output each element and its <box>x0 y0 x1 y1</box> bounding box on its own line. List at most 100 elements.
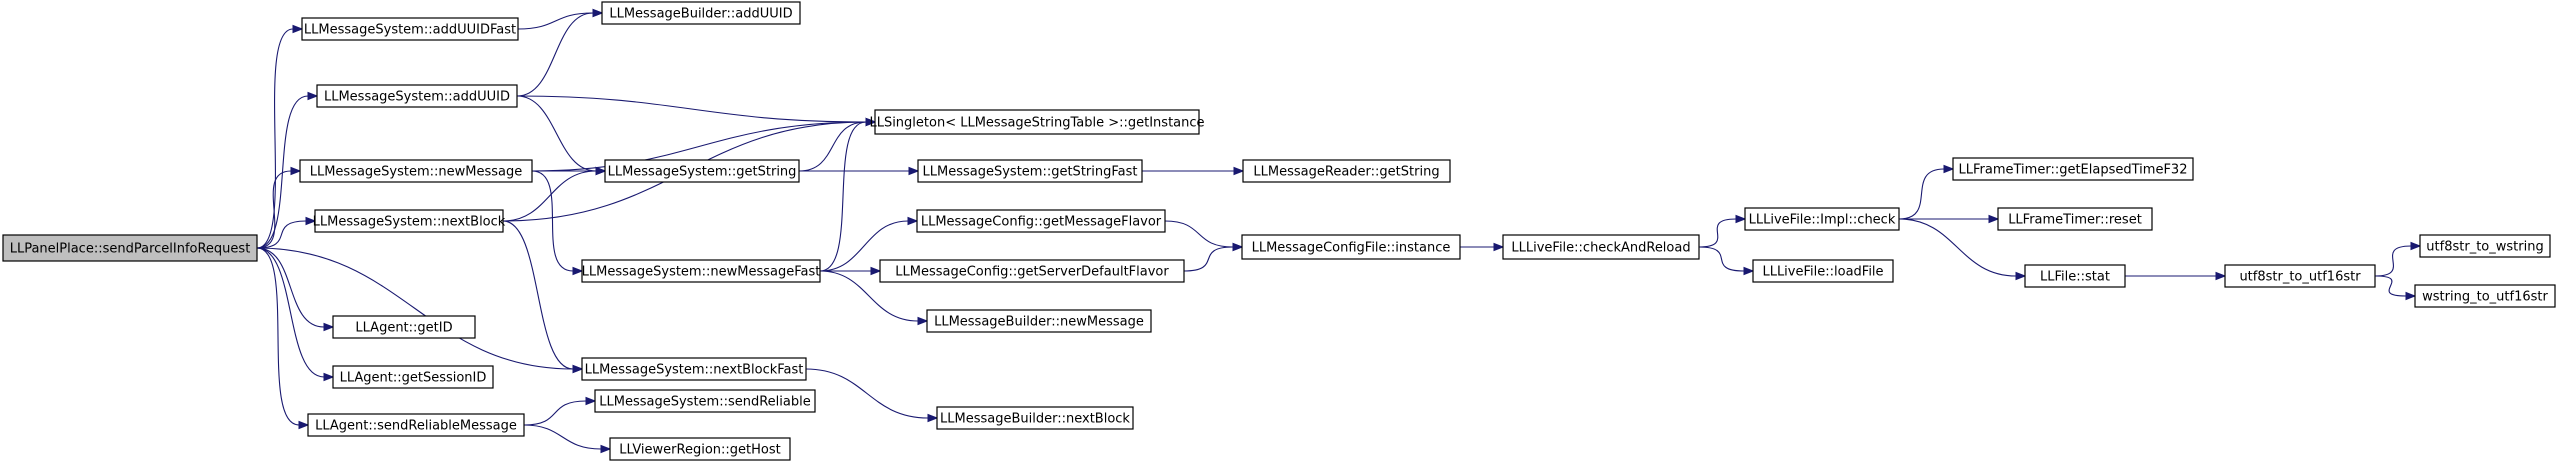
node-label: LLMessageSystem::addUUIDFast <box>304 23 516 38</box>
node-lllivefile-loadfile[interactable]: LLLiveFile::loadFile <box>1752 259 1894 283</box>
node-llsingleton-llmessagestringtable-getinstance[interactable]: LLSingleton< LLMessageStringTable >::get… <box>869 109 1205 135</box>
edge-n3-n6 <box>516 95 597 172</box>
node-label: LLAgent::getSessionID <box>340 371 487 386</box>
node-label: LLMessageSystem::getStringFast <box>923 165 1138 180</box>
node-box[interactable] <box>1242 159 1451 183</box>
node-llmessagereader-getstring[interactable]: LLMessageReader::getString <box>1242 159 1451 183</box>
node-box[interactable] <box>2419 234 2551 258</box>
node-wstring-to-utf16str[interactable]: wstring_to_utf16str <box>2414 284 2556 308</box>
node-llpanelplace-sendparcelinforequest[interactable]: LLPanelPlace::sendParcelInfoRequest <box>2 234 258 262</box>
node-llmessageconfig-getserverdefaultflavor[interactable]: LLMessageConfig::getServerDefaultFlavor <box>879 259 1185 283</box>
arrowhead-n0-n27 <box>323 372 335 382</box>
node-box[interactable] <box>601 1 801 25</box>
node-lllivefile-impl-check[interactable]: LLLiveFile::Impl::check <box>1744 207 1900 231</box>
node-label: LLMessageBuilder::addUUID <box>609 7 792 22</box>
node-llmessagebuilder-nextblock[interactable]: LLMessageBuilder::nextBlock <box>936 406 1134 430</box>
node-llmessagebuilder-newmessage[interactable]: LLMessageBuilder::newMessage <box>926 309 1152 333</box>
node-box[interactable] <box>2024 264 2126 288</box>
edge-n11-n23 <box>819 270 919 322</box>
node-llmessagesystem-getstringfast[interactable]: LLMessageSystem::getStringFast <box>917 159 1143 183</box>
node-box[interactable] <box>307 413 525 437</box>
arrowhead-n20-n21 <box>2410 241 2422 251</box>
node-box[interactable] <box>594 389 816 413</box>
node-box[interactable] <box>1752 259 1894 283</box>
edge-n20-n22 <box>2374 275 2407 297</box>
node-box[interactable] <box>916 209 1166 233</box>
arrowhead-n25-n26 <box>927 413 939 423</box>
node-box[interactable] <box>581 259 821 283</box>
node-box[interactable] <box>1502 234 1700 260</box>
arrowhead-n5-n11 <box>572 266 584 276</box>
edge-n15-n19 <box>1898 218 2017 277</box>
node-box[interactable] <box>2224 264 2376 288</box>
node-label: LLLiveFile::loadFile <box>1762 265 1883 280</box>
node-box[interactable] <box>1744 207 1900 231</box>
edge-n11-n4 <box>819 121 867 272</box>
node-llframetimer-reset[interactable]: LLFrameTimer::reset <box>1997 207 2153 231</box>
node-label: wstring_to_utf16str <box>2422 290 2548 305</box>
node-box[interactable] <box>604 159 800 183</box>
arrowhead-n0-n5 <box>290 166 302 176</box>
arrowhead-n19-n20 <box>2215 271 2227 281</box>
edge-n0-n9 <box>256 220 307 249</box>
node-box[interactable] <box>1997 207 2153 231</box>
node-label: LLLiveFile::Impl::check <box>1749 213 1896 228</box>
arrowhead-n11-n23 <box>917 316 929 326</box>
node-box[interactable] <box>332 365 494 389</box>
node-lllivefile-checkandreload[interactable]: LLLiveFile::checkAndReload <box>1502 234 1700 260</box>
node-box[interactable] <box>1952 157 2194 181</box>
node-box[interactable] <box>299 159 533 183</box>
node-utf8str-to-utf16str[interactable]: utf8str_to_utf16str <box>2224 264 2376 288</box>
node-llmessagesystem-newmessage[interactable]: LLMessageSystem::newMessage <box>299 159 533 183</box>
node-utf8str-to-wstring[interactable]: utf8str_to_wstring <box>2419 234 2551 258</box>
arrowhead-n11-n10 <box>907 216 919 226</box>
node-box[interactable] <box>609 437 791 461</box>
node-llagent-sendreliablemessage[interactable]: LLAgent::sendReliableMessage <box>307 413 525 437</box>
node-box[interactable] <box>926 309 1152 333</box>
node-label: LLMessageSystem::addUUID <box>324 90 510 105</box>
node-llmessagesystem-adduuidfast[interactable]: LLMessageSystem::addUUIDFast <box>301 17 519 41</box>
node-box[interactable] <box>874 109 1200 135</box>
node-label: LLAgent::getID <box>355 321 452 336</box>
node-llmessagesystem-newmessagefast[interactable]: LLMessageSystem::newMessageFast <box>581 259 821 283</box>
node-llmessagesystem-nextblock[interactable]: LLMessageSystem::nextBlock <box>313 209 506 233</box>
node-box[interactable] <box>879 259 1185 283</box>
node-box[interactable] <box>314 209 504 233</box>
node-label: LLMessageSystem::newMessageFast <box>582 265 821 280</box>
node-box[interactable] <box>917 159 1143 183</box>
node-box[interactable] <box>581 357 807 381</box>
node-llmessagesystem-adduuid[interactable]: LLMessageSystem::addUUID <box>316 84 518 108</box>
arrowhead-n9-n6 <box>595 166 607 176</box>
node-box[interactable] <box>1241 234 1461 260</box>
edge-n0-n25 <box>256 247 574 370</box>
edge-n14-n18 <box>1698 246 1745 272</box>
node-box[interactable] <box>301 17 519 41</box>
node-box[interactable] <box>2 234 258 262</box>
node-box[interactable] <box>936 406 1134 430</box>
node-llviewerregion-gethost[interactable]: LLViewerRegion::getHost <box>609 437 791 461</box>
node-llagent-getsessionid[interactable]: LLAgent::getSessionID <box>332 365 494 389</box>
arrowhead-n14-n15 <box>1735 214 1747 224</box>
node-label: LLFrameTimer::getElapsedTimeF32 <box>1959 163 2188 178</box>
node-llmessageconfigfile-instance[interactable]: LLMessageConfigFile::instance <box>1241 234 1461 260</box>
arrowhead-n15-n19 <box>2015 271 2027 281</box>
node-label: utf8str_to_utf16str <box>2239 270 2361 285</box>
node-label: LLMessageSystem::nextBlock <box>313 215 506 230</box>
arrowhead-n9-n25 <box>572 364 584 374</box>
node-llmessagebuilder-adduuid[interactable]: LLMessageBuilder::addUUID <box>601 1 801 25</box>
node-box[interactable] <box>316 84 518 108</box>
node-llmessagesystem-getstring[interactable]: LLMessageSystem::getString <box>604 159 800 183</box>
node-llmessageconfig-getmessageflavor[interactable]: LLMessageConfig::getMessageFlavor <box>916 209 1166 233</box>
node-llmessagesystem-nextblockfast[interactable]: LLMessageSystem::nextBlockFast <box>581 357 807 381</box>
node-box[interactable] <box>332 315 476 339</box>
node-llmessagesystem-sendreliable[interactable]: LLMessageSystem::sendReliable <box>594 389 816 413</box>
node-label: LLMessageReader::getString <box>1253 165 1439 180</box>
node-label: LLMessageSystem::sendReliable <box>599 395 810 410</box>
node-llagent-getid[interactable]: LLAgent::getID <box>332 315 476 339</box>
node-llfile-stat[interactable]: LLFile::stat <box>2024 264 2126 288</box>
node-box[interactable] <box>2414 284 2556 308</box>
edge-n11-n10 <box>819 220 909 272</box>
edge-n1-n2 <box>517 12 594 30</box>
node-llframetimer-getelapsedtimef32[interactable]: LLFrameTimer::getElapsedTimeF32 <box>1952 157 2194 181</box>
